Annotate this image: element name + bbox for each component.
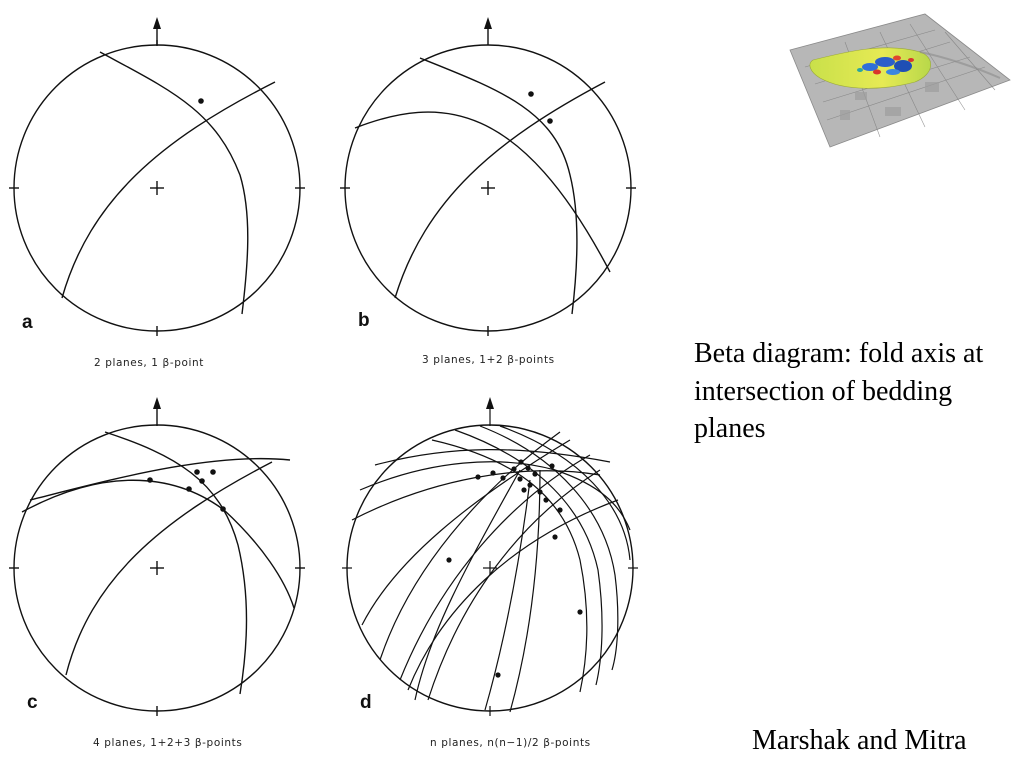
beta-point-d13: [543, 497, 549, 503]
panel-letter-c: c: [27, 692, 38, 713]
beta-point-d4: [511, 466, 517, 472]
great-circle-d12: [374, 449, 611, 466]
panel-letter-a: a: [22, 312, 33, 333]
beta-point-d6: [525, 465, 531, 471]
panel-letter-d: d: [360, 692, 372, 713]
beta-point-d12: [537, 489, 543, 495]
north-arrow-head-b: [484, 17, 492, 29]
beta-point-c2: [194, 469, 200, 475]
beta-point-d7: [532, 471, 538, 477]
great-circle-d2: [454, 429, 603, 686]
great-circle-b1: [419, 57, 578, 315]
great-circle-d6: [427, 469, 601, 701]
north-arrow-head-a: [153, 17, 161, 29]
panel-letter-b: b: [358, 310, 370, 331]
beta-point-a1: [198, 98, 204, 104]
beta-point-c4: [199, 478, 205, 484]
beta-point-c1: [147, 477, 153, 483]
beta-point-b1: [528, 91, 534, 97]
beta-point-d8: [549, 463, 555, 469]
caption-b: 3 planes, 1+2 β-points: [422, 354, 555, 366]
credit-text: Marshak and Mitra: [752, 725, 967, 756]
caption-c: 4 planes, 1+2+3 β-points: [93, 737, 243, 749]
beta-point-d10: [527, 482, 533, 488]
great-circle-c4: [29, 457, 291, 501]
beta-point-d5: [518, 459, 524, 465]
beta-point-d15: [552, 534, 558, 540]
beta-point-d1: [475, 474, 481, 480]
great-circle-d4: [499, 425, 631, 561]
beta-point-d11: [521, 487, 527, 493]
terrain-thumbnail: [789, 13, 1011, 148]
beta-point-d17: [577, 609, 583, 615]
beta-point-d18: [495, 672, 501, 678]
great-circle-a2: [61, 81, 276, 299]
great-circle-d9: [361, 439, 571, 626]
north-arrow-head-c: [153, 397, 161, 409]
great-circle-b2: [394, 81, 606, 299]
great-circle-d10: [359, 461, 631, 531]
caption-a: 2 planes, 1 β-point: [94, 357, 204, 369]
great-circle-d8: [379, 431, 561, 661]
great-circle-d3: [479, 425, 619, 671]
side-description: Beta diagram: fold axis at intersection …: [694, 338, 984, 445]
great-circle-a1: [99, 51, 249, 315]
great-circle-b3: [354, 111, 611, 273]
beta-point-c3: [210, 469, 216, 475]
beta-point-c6: [220, 506, 226, 512]
great-circle-c2: [65, 461, 273, 676]
beta-point-d16: [446, 557, 452, 563]
beta-point-d2: [490, 470, 496, 476]
beta-point-d3: [500, 475, 506, 481]
beta-point-b2: [547, 118, 553, 124]
beta-point-c5: [186, 486, 192, 492]
great-circle-d7: [399, 454, 591, 681]
beta-point-d9: [517, 476, 523, 482]
great-circle-d11: [351, 470, 601, 521]
great-circle-c1: [104, 431, 248, 695]
north-arrow-head-d: [486, 397, 494, 409]
great-circle-d5: [407, 499, 619, 691]
great-circle-d13: [484, 479, 531, 711]
great-circle-d15: [414, 469, 521, 701]
great-circle-d14: [509, 469, 541, 713]
caption-d: n planes, n(n−1)/2 β-points: [430, 737, 591, 749]
beta-point-d14: [557, 507, 563, 513]
